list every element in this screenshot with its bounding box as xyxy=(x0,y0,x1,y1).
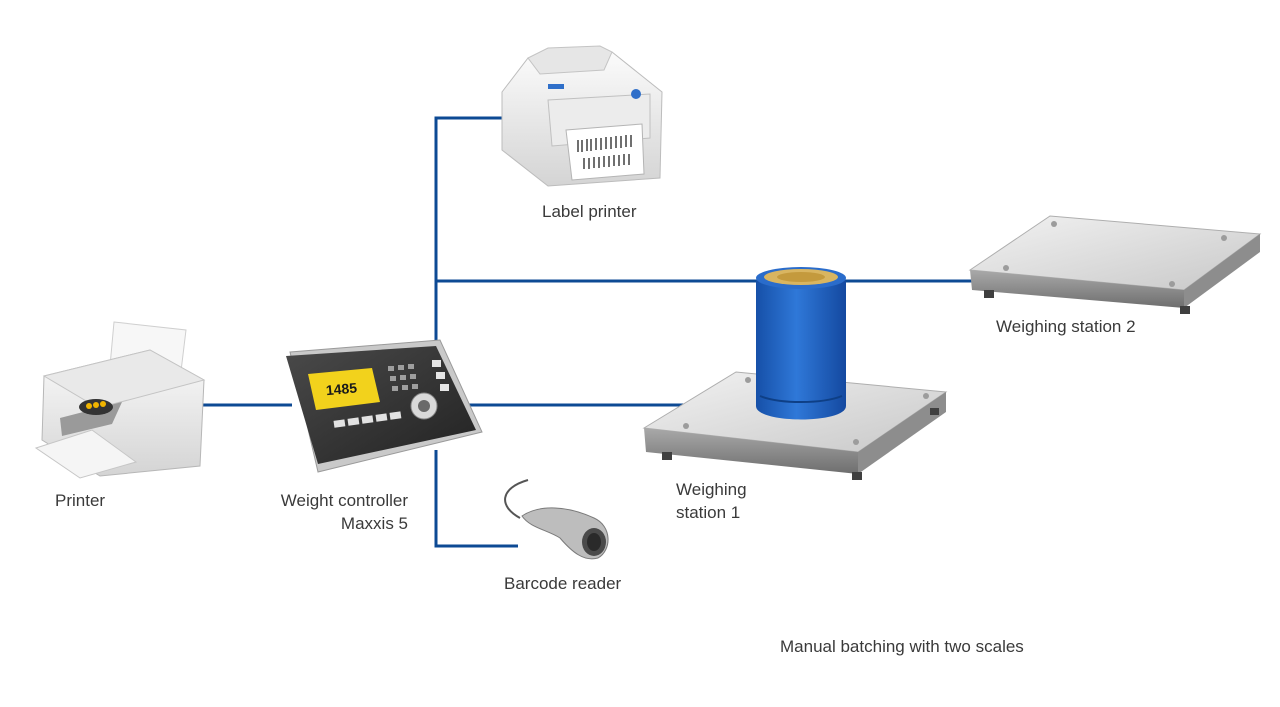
connector-controller-label-printer xyxy=(434,116,502,360)
label-printer-icon xyxy=(501,45,663,187)
diagram-caption: Manual batching with two scales xyxy=(780,637,1024,656)
barcode-reader-label: Barcode reader xyxy=(504,574,622,593)
svg-text:1485: 1485 xyxy=(325,380,358,399)
weight-controller-icon: 1485 xyxy=(286,339,483,473)
station1-label-line1: Weighing xyxy=(676,480,747,499)
printer-label: Printer xyxy=(55,491,106,510)
label-printer-label: Label printer xyxy=(542,202,637,221)
connector-lines xyxy=(200,116,975,548)
connector-controller-barcode-reader xyxy=(434,450,518,548)
inkjet-printer-icon xyxy=(34,321,206,479)
controller-label-line1: Weight controller xyxy=(280,491,408,510)
material-drum-icon xyxy=(756,267,846,420)
station1-label-line2: station 1 xyxy=(676,503,741,522)
station2-label: Weighing station 2 xyxy=(996,317,1136,336)
platform-scale-icon xyxy=(968,215,1262,314)
barcode-scanner-icon xyxy=(504,479,609,560)
controller-label-line2: Maxxis 5 xyxy=(340,514,408,533)
